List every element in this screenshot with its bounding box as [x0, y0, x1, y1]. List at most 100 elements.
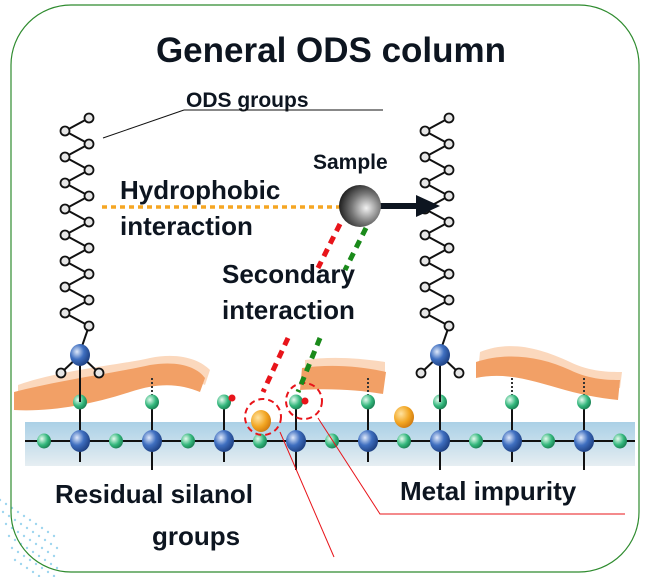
carbon-node [443, 138, 455, 150]
metal-impurity-particle [251, 410, 271, 432]
metal-impurity-particle [394, 406, 414, 428]
decor-dot [28, 518, 32, 522]
silicon-node [142, 430, 162, 452]
oxygen-node [325, 433, 339, 449]
carbon-node [443, 320, 455, 332]
silanol-label-line2: groups [152, 521, 240, 551]
secondary-interaction-green-lower [295, 337, 323, 393]
decor-dot [31, 530, 35, 534]
sample-molecule [339, 185, 381, 227]
ods-groups-pointer [102, 109, 185, 139]
carbon-node [59, 281, 71, 293]
background-dots [0, 498, 59, 577]
carbon-node [59, 255, 71, 267]
decor-dot [1, 510, 5, 514]
carbon-node [83, 268, 95, 280]
decor-dot [19, 562, 23, 566]
decor-dot [22, 534, 26, 538]
decor-dot [0, 498, 2, 502]
silicon-node [574, 430, 594, 452]
methyl-node [55, 367, 67, 379]
silicon-node [358, 430, 378, 452]
carbon-node [443, 164, 455, 176]
carbon-node [83, 242, 95, 254]
silanol-oxygen-node [505, 394, 519, 410]
methyl-node [415, 367, 427, 379]
decor-dot [40, 546, 44, 550]
decor-dot [10, 546, 14, 550]
oxygen-node [253, 433, 267, 449]
decor-dot [22, 514, 26, 518]
decor-dot [13, 558, 17, 562]
carbon-node [443, 216, 455, 228]
frame-border [10, 4, 640, 573]
carbon-node [59, 203, 71, 215]
silicon-node [70, 344, 90, 366]
silanol-oxygen-node [145, 394, 159, 410]
proton-dot [301, 397, 309, 405]
silicon-node [214, 430, 234, 452]
secondary-interaction-red-lower [260, 336, 291, 394]
ods-chains [55, 112, 465, 402]
hydrophobic-label-line1: Hydrophobic [120, 175, 280, 205]
leader-line-silanol [279, 431, 335, 558]
carbon-node [83, 190, 95, 202]
decor-dot [43, 538, 47, 542]
oxygen-node [613, 433, 627, 449]
carbon-node [83, 320, 95, 332]
oxygen-node [181, 433, 195, 449]
decor-dot [28, 558, 32, 562]
leader-line-metal [317, 417, 625, 515]
methyl-node [93, 367, 105, 379]
silicon-node [286, 430, 306, 452]
decor-dot [46, 550, 50, 554]
decor-dot [16, 530, 20, 534]
carbon-node [59, 307, 71, 319]
decor-dot [55, 566, 59, 570]
decor-dot [37, 554, 41, 558]
decor-dot [34, 522, 38, 526]
silica-lattice [37, 378, 627, 470]
secondary-label-line1: Secondary [222, 259, 355, 289]
decor-dot [25, 566, 29, 570]
silanol-oxygen-node [577, 394, 591, 410]
hydrophobic-label-line2: interaction [120, 211, 253, 241]
metal-impurity-label: Metal impurity [400, 476, 577, 506]
secondary-interaction-green-upper [342, 226, 369, 272]
silicon-node [430, 344, 450, 366]
decor-dot [7, 534, 11, 538]
silanol-label-line1: Residual silanol [55, 479, 253, 509]
highlight-circle-metal [244, 398, 282, 436]
decor-dot [25, 526, 29, 530]
decor-dot [7, 514, 11, 518]
carbon-node [83, 294, 95, 306]
carbon-node [59, 151, 71, 163]
decor-dot [31, 550, 35, 554]
carbon-node [419, 177, 431, 189]
oxygen-node [37, 433, 51, 449]
silicon-node [430, 430, 450, 452]
secondary-label-line2: interaction [222, 295, 355, 325]
decor-dot [31, 570, 35, 574]
oxygen-node [109, 433, 123, 449]
sample-arrow-head [416, 195, 440, 217]
decor-dot [19, 522, 23, 526]
decor-dot [40, 566, 44, 570]
decor-dot [4, 522, 8, 526]
carbon-node [419, 281, 431, 293]
polymer-bands [14, 346, 622, 411]
decor-dot [13, 518, 17, 522]
decor-dot [52, 554, 56, 558]
carbon-node [59, 177, 71, 189]
decor-dot [43, 558, 47, 562]
decor-dot [28, 538, 32, 542]
oxygen-node [541, 433, 555, 449]
silanol-oxygen-node [289, 394, 303, 410]
carbon-node [443, 268, 455, 280]
carbon-node [419, 255, 431, 267]
silicon-node [70, 430, 90, 452]
carbon-node [419, 307, 431, 319]
decor-dot [40, 526, 44, 530]
decor-dot [46, 570, 50, 574]
